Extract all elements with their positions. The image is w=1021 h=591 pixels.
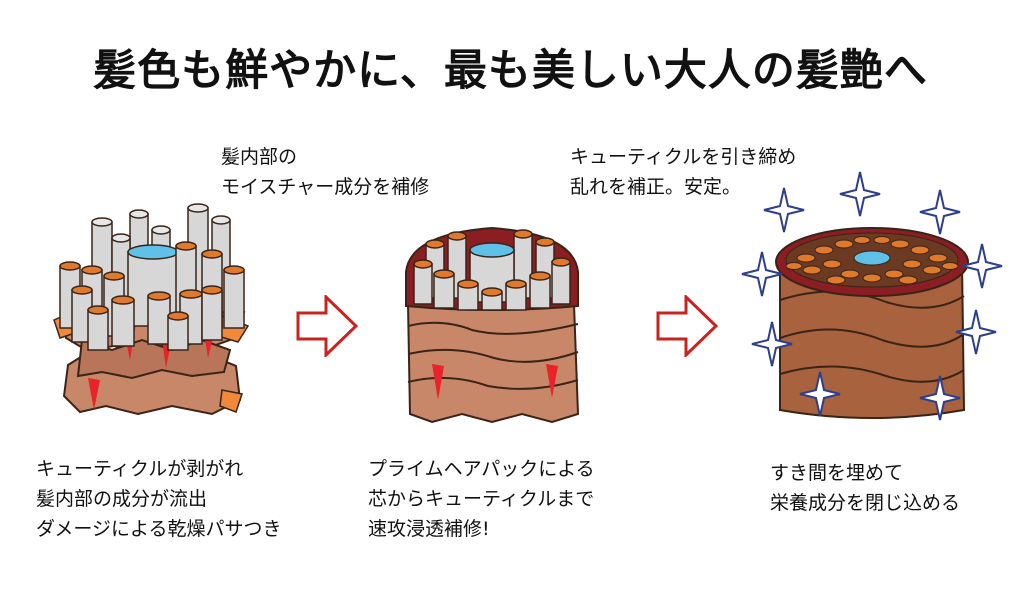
sparkle-icons	[741, 171, 1003, 421]
cortex-fibers	[413, 229, 571, 311]
cuticle-seam	[779, 365, 965, 383]
arrow-right-icon	[656, 295, 718, 357]
cuticle-body	[779, 261, 966, 419]
sparkle-icon	[741, 251, 783, 297]
caption-line: 栄養成分を閉じ込める	[770, 492, 961, 514]
sparkle-icon	[919, 189, 961, 235]
caption-line: 芯からキューティクルまで	[368, 488, 595, 510]
caption-line: プライムヘアパックによる	[368, 458, 595, 480]
caption-line: すき間を埋めて	[770, 462, 904, 484]
caption-line: 髪内部の	[221, 146, 298, 168]
damage-crack	[88, 378, 100, 410]
cuticle-seam	[779, 290, 965, 309]
cuticle-seam	[779, 328, 965, 348]
caption-line: ダメージによる乾燥パサつき	[36, 518, 282, 540]
sparkle-icon	[961, 243, 1003, 289]
cuticle-seam	[407, 321, 579, 335]
stage3-top-caption: キューティクルを引き締め 乱れを補正。安定。	[570, 142, 796, 202]
caption-line: キューティクルが剥がれ	[36, 458, 244, 480]
cortex-fibers	[59, 203, 245, 351]
stage1-bottom-caption: キューティクルが剥がれ 髪内部の成分が流出 ダメージによる乾燥パサつき	[36, 454, 281, 544]
cuticle-seam	[407, 348, 579, 363]
cuticle-layer	[76, 338, 232, 380]
cortex-fibers	[785, 236, 959, 285]
stage2-top-caption: 髪内部の モイスチャー成分を補修	[221, 142, 429, 202]
page-title: 髪色も鮮やかに、最も美しい大人の髪艶へ	[93, 46, 928, 96]
repairing-hair-illustration	[405, 226, 580, 424]
sparkle-icon	[955, 309, 997, 355]
caption-line: 髪内部の成分が流出	[36, 488, 208, 510]
damage-crack	[432, 364, 444, 400]
sparkle-icon	[799, 371, 841, 417]
cuticle-body	[406, 303, 580, 424]
sparkle-icon	[763, 187, 805, 233]
damage-crack	[546, 364, 558, 398]
stage3-bottom-caption: すき間を埋めて 栄養成分を閉じ込める	[770, 458, 960, 518]
caption-line: 速攻浸透補修!	[368, 518, 490, 540]
damaged-hair-illustration	[53, 203, 250, 416]
caption-line: キューティクルを引き締め	[570, 146, 797, 168]
medulla-core	[853, 250, 891, 266]
arrow-right-icon	[296, 295, 358, 357]
sparkle-icon	[839, 171, 881, 217]
caption-line: 乱れを補正。安定。	[570, 176, 742, 198]
caption-line: モイスチャー成分を補修	[221, 176, 430, 198]
sparkle-icon	[919, 375, 961, 421]
healthy-hair-illustration	[741, 171, 1003, 421]
sparkle-icon	[751, 321, 793, 367]
stage2-bottom-caption: プライムヘアパックによる 芯からキューティクルまで 速攻浸透補修!	[368, 454, 595, 544]
lifted-cuticle	[219, 389, 243, 413]
